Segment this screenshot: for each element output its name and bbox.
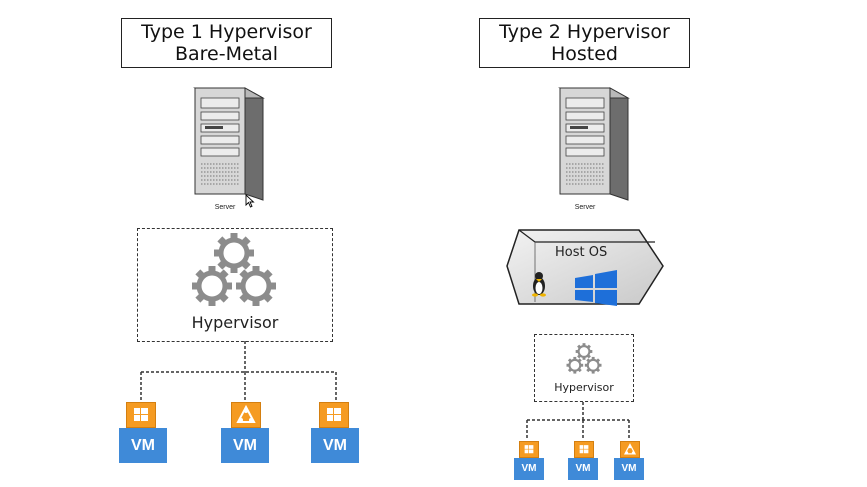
type2-vm-2: VM <box>568 458 598 480</box>
type2-title-box: Type 2 Hypervisor Hosted <box>479 18 690 68</box>
host-os-label: Host OS <box>555 245 608 260</box>
server-icon <box>558 87 630 201</box>
mouse-cursor-icon <box>245 194 255 208</box>
windows-icon <box>524 445 534 454</box>
windows-os-tile <box>574 441 594 458</box>
windows-os-tile <box>319 402 349 428</box>
vm-label: VM <box>621 463 637 474</box>
vm-label: VM <box>521 463 537 474</box>
type2-vm-3: VM <box>614 458 644 480</box>
type1-hypervisor-box: Hypervisor <box>137 228 333 342</box>
vm-label: VM <box>323 437 347 454</box>
type2-hypervisor-box: Hypervisor <box>534 334 634 402</box>
linux-icon <box>236 404 256 423</box>
vm-label: VM <box>233 437 257 454</box>
server-icon <box>193 87 265 201</box>
windows-os-tile <box>519 441 539 458</box>
vm-label: VM <box>575 463 591 474</box>
linux-icon <box>623 443 637 455</box>
vm-label: VM <box>131 437 155 454</box>
type2-server-label: Server <box>574 204 596 211</box>
linux-penguin-icon <box>532 272 546 297</box>
host-os-box <box>506 229 664 306</box>
type2-title: Type 2 Hypervisor <box>499 21 670 43</box>
type2-hypervisor-label: Hypervisor <box>554 381 614 394</box>
type2-vm-1: VM <box>514 458 544 480</box>
windows-logo-icon <box>575 270 617 306</box>
gears-icon <box>565 342 603 375</box>
linux-os-tile <box>231 402 261 428</box>
type1-subtitle: Bare-Metal <box>174 43 279 65</box>
type1-title-box: Type 1 Hypervisor Bare-Metal <box>121 18 332 68</box>
type2-subtitle: Hosted <box>550 43 618 65</box>
type1-vm-1: VM <box>119 428 167 463</box>
type1-vm-2: VM <box>221 428 269 463</box>
windows-icon <box>134 408 148 421</box>
windows-os-tile <box>126 402 156 428</box>
type1-server-label: Server <box>214 204 236 211</box>
type1-vm-3: VM <box>311 428 359 463</box>
type1-title: Type 1 Hypervisor <box>141 21 312 43</box>
linux-os-tile <box>620 441 640 458</box>
windows-icon <box>327 408 341 421</box>
type1-hypervisor-label: Hypervisor <box>191 313 279 332</box>
windows-icon <box>579 445 589 454</box>
